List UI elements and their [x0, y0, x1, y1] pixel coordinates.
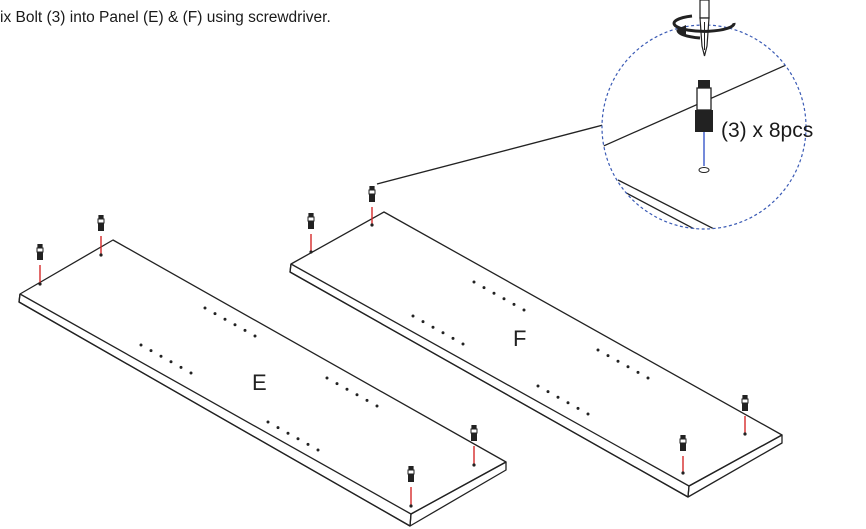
bolt-icon: [695, 80, 713, 173]
hole-dot: [431, 325, 435, 329]
hole-dot: [586, 412, 590, 416]
bolt-icon: [36, 243, 44, 286]
hole-dot: [276, 426, 280, 430]
hole-dot: [421, 320, 425, 324]
hole-dot: [243, 328, 247, 332]
hole-dot: [306, 442, 310, 446]
bolt-icon: [679, 434, 687, 475]
bolt-icon: [307, 212, 315, 254]
panel-e-label: E: [252, 370, 267, 395]
instruction-text: ix Bolt (3) into Panel (E) & (F) using s…: [0, 9, 331, 26]
hole-dot: [159, 354, 163, 358]
hole-dots: [139, 280, 650, 452]
bolt-quantity-label: (3) x 8pcs: [721, 119, 813, 142]
hole-dot: [492, 291, 496, 295]
hole-dot: [316, 448, 320, 452]
hole-dot: [576, 406, 580, 410]
hole-dot: [411, 314, 415, 318]
bolt-icon: [97, 214, 105, 257]
hole-dot: [233, 323, 237, 327]
hole-dot: [502, 297, 506, 301]
bolt-icon: [368, 185, 376, 227]
callout-leader-line: [376, 124, 604, 185]
bolt-icon: [470, 424, 478, 467]
hole-dot: [566, 401, 570, 405]
hole-dot: [149, 349, 153, 353]
rotation-arrow-icon: [672, 14, 736, 40]
hole-dot: [266, 420, 270, 424]
hole-dot: [203, 306, 207, 310]
hole-dot: [482, 286, 486, 290]
hole-dot: [461, 342, 465, 346]
hole-dot: [546, 390, 550, 394]
hole-dot: [375, 404, 379, 408]
hole-dot: [536, 384, 540, 388]
hole-dot: [636, 370, 640, 374]
screwdriver-icon: [699, 0, 710, 57]
panel-f-label: F: [513, 326, 526, 351]
panel-e: [18, 239, 507, 527]
hole-dot: [522, 308, 526, 312]
hole-dot: [189, 371, 193, 375]
hole-dot: [213, 312, 217, 316]
hole-dot: [179, 365, 183, 369]
hole-dot: [616, 359, 620, 363]
hole-dot: [335, 382, 339, 386]
hole-dot: [606, 354, 610, 358]
bolt-icon: [407, 465, 415, 508]
hole-dot: [646, 376, 650, 380]
bolts: [36, 185, 749, 508]
hole-dot: [626, 365, 630, 369]
panel-f: [289, 211, 783, 498]
hole-dot: [355, 393, 359, 397]
hole-dot: [365, 398, 369, 402]
bolt-icon: [741, 394, 749, 436]
hole-dot: [596, 348, 600, 352]
hole-dot: [169, 360, 173, 364]
hole-dot: [286, 431, 290, 435]
hole-dot: [296, 437, 300, 441]
hole-dot: [441, 331, 445, 335]
hole-dot: [345, 387, 349, 391]
hole-dot: [556, 395, 560, 399]
hole-dot: [223, 317, 227, 321]
hole-dot: [253, 334, 257, 338]
hole-dot: [512, 302, 516, 306]
hole-dot: [472, 280, 476, 284]
hole-dot: [451, 336, 455, 340]
hole-dot: [325, 376, 329, 380]
callout-magnifier: [601, 0, 807, 230]
hole-dot: [139, 343, 143, 347]
